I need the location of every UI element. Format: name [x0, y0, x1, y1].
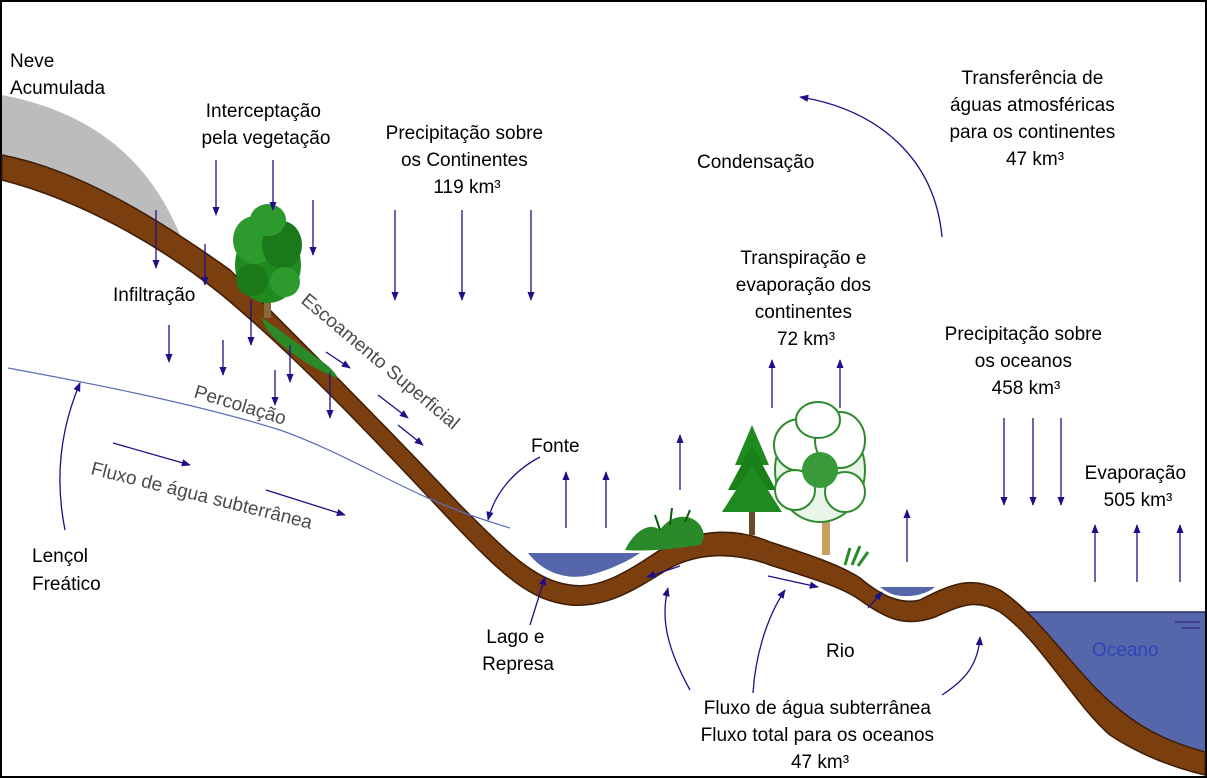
label-precip-continentes-line: Precipitação sobre — [386, 123, 543, 144]
label-precip-continentes-line: os Continentes — [401, 150, 528, 171]
label-fluxo-total: Fluxo de água subterrânea Fluxo total pa… — [701, 698, 940, 773]
arrow-subsurface-flow — [662, 587, 691, 691]
label-lago-line: Represa — [482, 654, 554, 675]
arrow-subsurface-flow — [752, 589, 786, 694]
label-precip-continentes-line: 119 km³ — [433, 177, 500, 198]
label-neve-line: Acumulada — [10, 78, 105, 99]
label-transferencia-line: para os continentes — [949, 122, 1115, 143]
arrow-runoff — [377, 394, 409, 419]
label-precip-oceanos-line: Precipitação sobre — [945, 324, 1102, 345]
label-neve: Neve Acumulada — [10, 51, 105, 99]
label-neve-line: Neve — [10, 51, 54, 72]
label-oceano: Oceano — [1092, 640, 1159, 661]
arrow-runoff — [397, 424, 424, 446]
label-transpiracao-line: evaporação dos — [736, 275, 871, 296]
arrow-water-table — [59, 382, 81, 531]
arrow-subsurface-flow — [941, 636, 984, 696]
label-evaporacao-line: Evaporação — [1085, 463, 1186, 484]
label-transpiracao-line: 72 km³ — [777, 329, 835, 350]
label-condensacao: Condensação — [697, 152, 814, 173]
label-transferencia-line: Transferência de — [961, 68, 1103, 89]
label-lencol: Lençol Freático — [32, 546, 101, 595]
arrow-subsurface-lateral — [646, 565, 681, 578]
water-table-line — [7, 367, 511, 529]
tree-leafy — [773, 401, 866, 555]
label-fluxo-total-line: 47 km³ — [791, 752, 849, 773]
label-transpiracao: Transpiração e evaporação dos continente… — [736, 248, 877, 350]
arrow-groundwater — [112, 442, 191, 467]
label-precip-oceanos-line: os oceanos — [975, 351, 1072, 372]
label-fluxo-total-line: Fluxo de água subterrânea — [704, 698, 932, 719]
arrow-subsurface-lateral — [767, 575, 819, 589]
label-fonte: Fonte — [531, 436, 580, 457]
bushes-hilltop — [625, 507, 704, 551]
arrow-runoff — [325, 351, 351, 369]
arrow-groundwater — [265, 489, 346, 516]
arrow-river — [867, 591, 883, 609]
label-transferencia: Transferência de águas atmosféricas para… — [949, 68, 1120, 170]
label-precip-oceanos-line: 458 km³ — [992, 378, 1061, 399]
arrow-lake — [529, 576, 547, 626]
arrows — [59, 94, 1184, 696]
arrow-spring — [486, 456, 541, 521]
label-transpiracao-line: continentes — [755, 302, 852, 323]
label-evaporacao-line: 505 km³ — [1104, 490, 1173, 511]
label-interceptacao-line: Interceptação — [206, 101, 321, 122]
label-fluxo-total-line: Fluxo total para os oceanos — [701, 725, 934, 746]
snow-mass — [2, 95, 185, 248]
river-water — [880, 587, 935, 597]
plant-riverbank — [843, 545, 870, 567]
label-interceptacao: Interceptação pela vegetação — [202, 101, 331, 149]
label-transpiracao-line: Transpiração e — [740, 248, 866, 269]
label-lago-line: Lago e — [486, 627, 544, 648]
label-precip-continentes: Precipitação sobre os Continentes 119 km… — [386, 123, 549, 198]
label-lencol-line: Lençol — [32, 546, 88, 567]
label-rio: Rio — [826, 641, 855, 662]
tree-deciduous-slope — [233, 204, 302, 318]
ground-band — [1, 154, 1206, 776]
label-lencol-line: Freático — [32, 574, 101, 595]
label-transferencia-line: 47 km³ — [1006, 149, 1064, 170]
label-interceptacao-line: pela vegetação — [202, 128, 331, 149]
tree-pine — [722, 425, 782, 535]
lake-water — [528, 553, 640, 577]
arrow-atmospheric-transfer — [799, 94, 943, 238]
label-transferencia-line: águas atmosféricas — [950, 95, 1115, 116]
label-precip-oceanos: Precipitação sobre os oceanos 458 km³ — [945, 324, 1108, 399]
label-evaporacao: Evaporação 505 km³ — [1085, 463, 1192, 511]
label-lago: Lago e Represa — [482, 627, 554, 675]
label-infiltracao: Infiltração — [113, 285, 195, 306]
grass-slope — [262, 318, 338, 378]
